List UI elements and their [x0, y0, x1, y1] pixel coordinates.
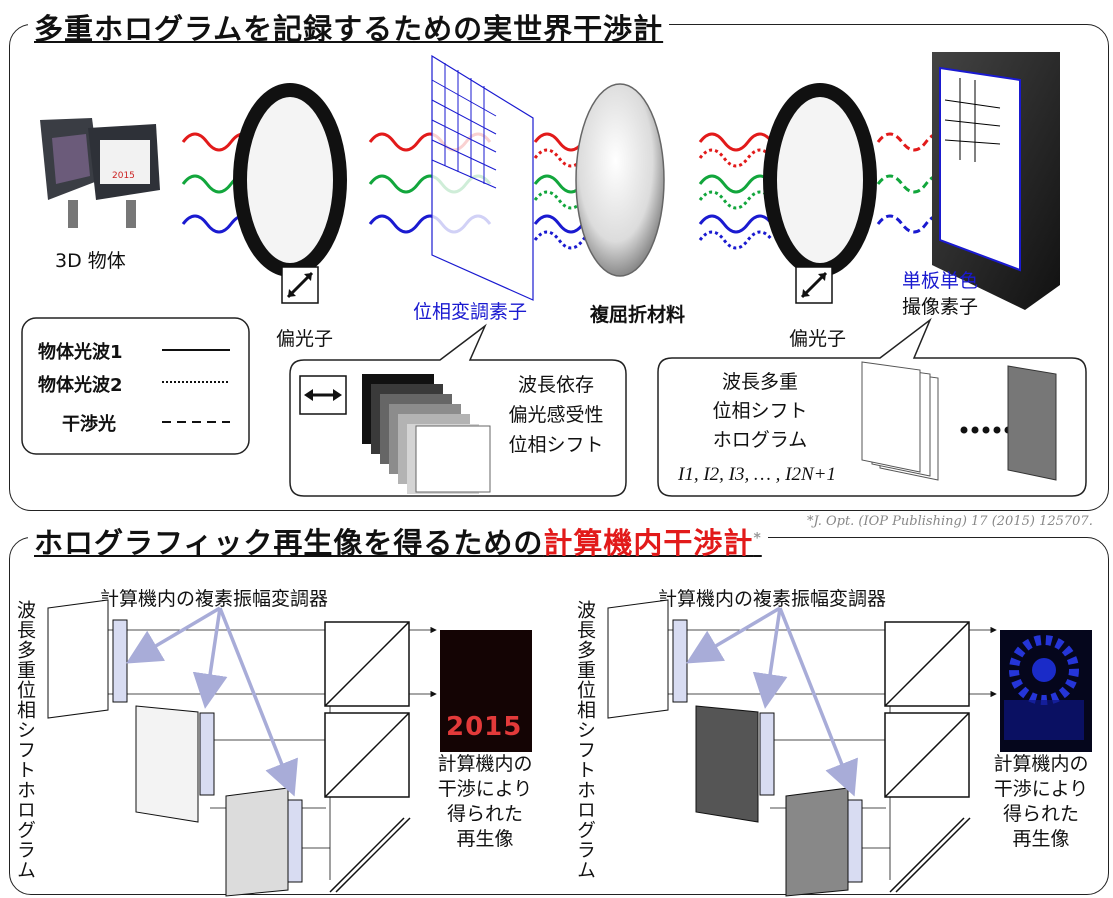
- bottom-title-mark: *: [753, 530, 762, 547]
- camera-sensor: [932, 52, 1060, 310]
- modulator-box-text: 波長依存 偏光感受性 位相シフト: [494, 370, 618, 460]
- hologram-frames: [861, 361, 1057, 481]
- object-photo: 2015: [28, 112, 166, 242]
- legend-item-3: 干渉光: [62, 414, 116, 435]
- hologram-box-line2: 位相シフト: [712, 400, 808, 422]
- result-left-line1: 計算機内の: [437, 753, 533, 775]
- polarizer-axis-left-icon: [281, 266, 319, 304]
- citation: *J. Opt. (IOP Publishing) 17 (2015) 1257…: [807, 514, 1093, 529]
- legend-item-1: 物体光波1: [38, 342, 123, 363]
- result-text-right: 計算機内の 干渉により 得られた 再生像: [976, 752, 1106, 852]
- top-diagram: 2015: [21, 52, 1087, 497]
- polarizer-axis-right-icon: [795, 266, 833, 304]
- object-label: 3D 物体: [55, 250, 126, 272]
- hologram-formula: I1, I2, I3, … , I2N+1: [678, 464, 836, 485]
- camera-label-line2: 撮像素子: [901, 296, 978, 318]
- camera-label: 単板単色 撮像素子: [892, 268, 988, 320]
- bottom-title: ホログラフィック再生像を得るための計算機内干渉計*: [28, 520, 768, 562]
- hologram-box-line3: ホログラム: [712, 429, 808, 451]
- modulator-label-right: 計算機内の複素振幅変調器: [658, 588, 887, 610]
- result-right-line3: 得られた: [1002, 803, 1079, 825]
- modulator-label-left: 計算機内の複素振幅変調器: [100, 588, 329, 610]
- double-arrow-icon: [299, 375, 347, 415]
- result-left-line2: 干渉により: [437, 778, 533, 800]
- legend-item-2: 物体光波2: [38, 375, 123, 396]
- birefringent-label: 複屈折材料: [590, 304, 686, 326]
- hologram-box-line1: 波長多重: [721, 371, 798, 393]
- top-title: 多重ホログラムを記録するための実世界干渉計: [28, 6, 670, 48]
- modulator-box-line2: 偏光感受性: [508, 404, 604, 426]
- result-text-left: 計算機内の 干渉により 得られた 再生像: [420, 752, 550, 852]
- right-interferometer: [607, 599, 1092, 897]
- birefringent-lens: [575, 83, 665, 277]
- polarizer-left-label: 偏光子: [276, 328, 334, 350]
- polarizer-right-label: 偏光子: [789, 328, 847, 350]
- stacked-plates: [362, 374, 491, 494]
- result-right-line2: 干渉により: [993, 778, 1089, 800]
- side-label-right: 波長多重位相シフトホログラム: [574, 600, 596, 880]
- hologram-box-text: 波長多重 位相シフト ホログラム: [692, 368, 828, 455]
- result-right-line4: 再生像: [1012, 828, 1070, 850]
- reconstructed-year-text: 2015: [446, 712, 523, 742]
- side-label-left: 波長多重位相シフトホログラム: [14, 600, 36, 880]
- svg-text:2015: 2015: [112, 171, 135, 181]
- camera-label-line1: 単板単色: [901, 270, 978, 292]
- result-left-line3: 得られた: [446, 803, 523, 825]
- result-right-line1: 計算機内の: [993, 753, 1089, 775]
- phase-modulator-label: 位相変調素子: [413, 301, 528, 323]
- bottom-title-part2: 計算機内干渉計: [543, 526, 754, 560]
- bottom-title-part1: ホログラフィック再生像を得るための: [34, 526, 544, 560]
- modulator-box-line3: 位相シフト: [508, 434, 604, 456]
- left-interferometer: [47, 599, 532, 897]
- modulator-box-line1: 波長依存: [517, 374, 594, 396]
- phase-modulator-plate: [431, 54, 534, 301]
- result-left-line4: 再生像: [456, 828, 514, 850]
- legend-box: [21, 317, 250, 455]
